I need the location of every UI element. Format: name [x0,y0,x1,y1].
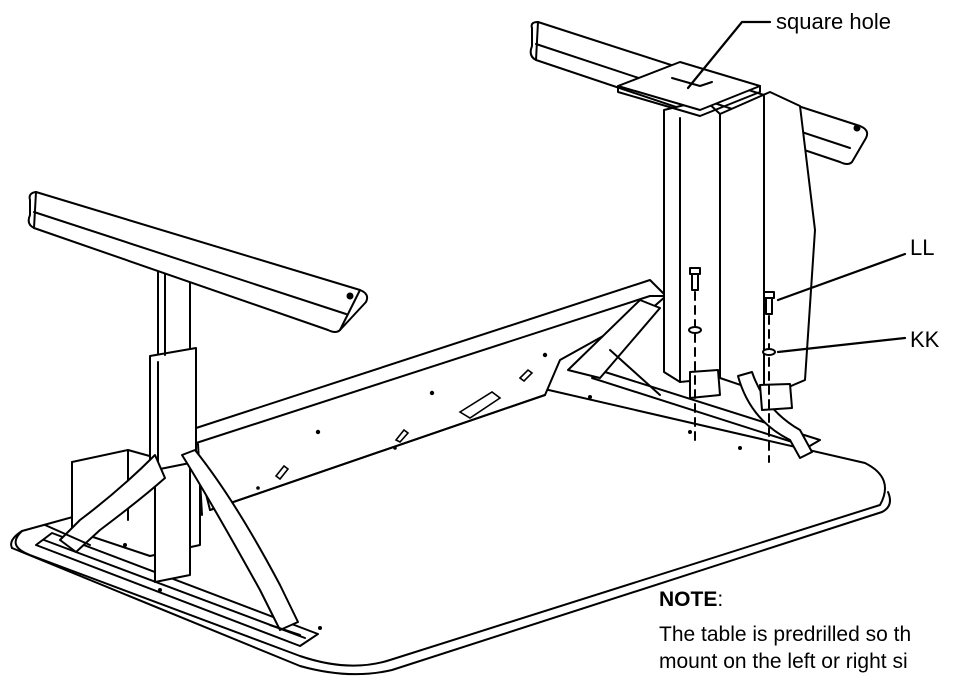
table-top [10,387,891,676]
kk-leader [776,336,907,354]
note-block: NOTE: The table is predrilled so th moun… [659,588,911,673]
svg-text:NOTE:: NOTE: [659,588,723,611]
ll-label: LL [910,235,934,260]
square-hole-label: square hole [776,9,891,34]
note-title: NOTE [659,588,717,611]
beam-slots [274,368,534,481]
note-colon: : [717,588,723,611]
predrilled-holes [123,352,742,630]
center-brace [567,299,661,396]
left-mounting-plate [35,532,319,647]
kk-label: KK [910,327,940,352]
screw-ll-right [762,291,776,463]
left-leg [149,261,197,583]
right-leg [663,91,816,396]
square-hole-leader [686,20,772,90]
note-line-1: The table is predrilled so th [659,623,911,646]
right-feet [689,369,813,459]
left-feet [44,449,301,636]
left-top-arm [27,191,369,333]
callout-leaders [686,20,907,354]
screw-ll-left [688,267,702,441]
note-line-2: mount on the left or right si [659,650,908,673]
ll-leader [776,252,907,302]
